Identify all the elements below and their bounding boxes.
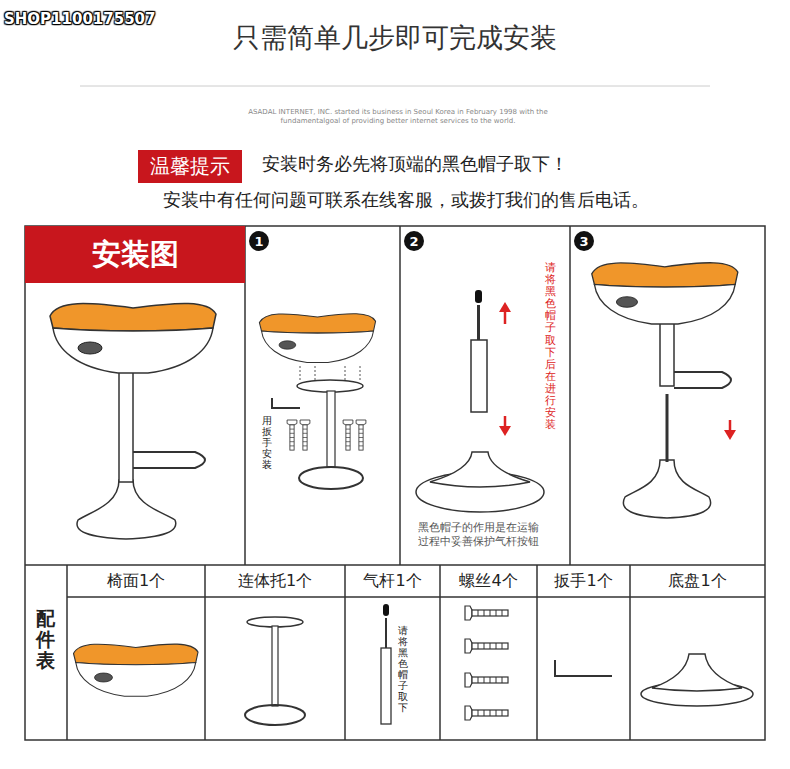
notice-tag: 温馨提示 [138,150,242,183]
notice-text: 安装中有任何问题可联系在线客服，或拨打我们的售后电话。 [163,188,649,212]
table-header: 扳手1个 [537,571,630,592]
watermark: SHOP1100175507 [4,10,155,28]
step1-figure [259,314,375,489]
box-text: 温馨提示 [150,153,230,180]
table-header: 气杆1个 [345,571,440,592]
box-text: 2 [409,234,418,249]
table-heading: 配件表 [36,608,55,671]
step-note: 用扳手安装 [262,415,272,470]
box-text: 1 [254,234,263,249]
step-number: 1 [249,231,269,251]
table-header: 螺丝4个 [440,571,537,592]
table-header: 椅面1个 [67,571,205,592]
fine-print: ASADAL INTERNET, INC. started its busine… [248,108,548,126]
step-number: 2 [404,231,424,251]
stool-assembled [50,303,216,539]
box-text: 安装图 [92,235,179,275]
section-tag: 安装图 [25,226,245,283]
parts-figures [74,604,754,725]
cap-note: 黑色帽子的作用是在运输 过程中妥善保护气杆按钮 [418,521,548,549]
warning-note: 请将黑色帽子取下后在进行安装 [545,262,556,431]
part-note: 请将黑色帽子取下 [398,625,408,713]
title-rule [80,86,710,87]
step-number: 3 [574,231,594,251]
step3-figure [592,263,738,518]
notice-text: 安装时务必先将顶端的黑色帽子取下！ [262,152,568,176]
frame [25,226,765,740]
table-header: 连体托1个 [205,571,345,592]
table-header: 底盘1个 [630,571,765,592]
step2-figure [416,290,544,512]
box-text: 3 [579,234,588,249]
